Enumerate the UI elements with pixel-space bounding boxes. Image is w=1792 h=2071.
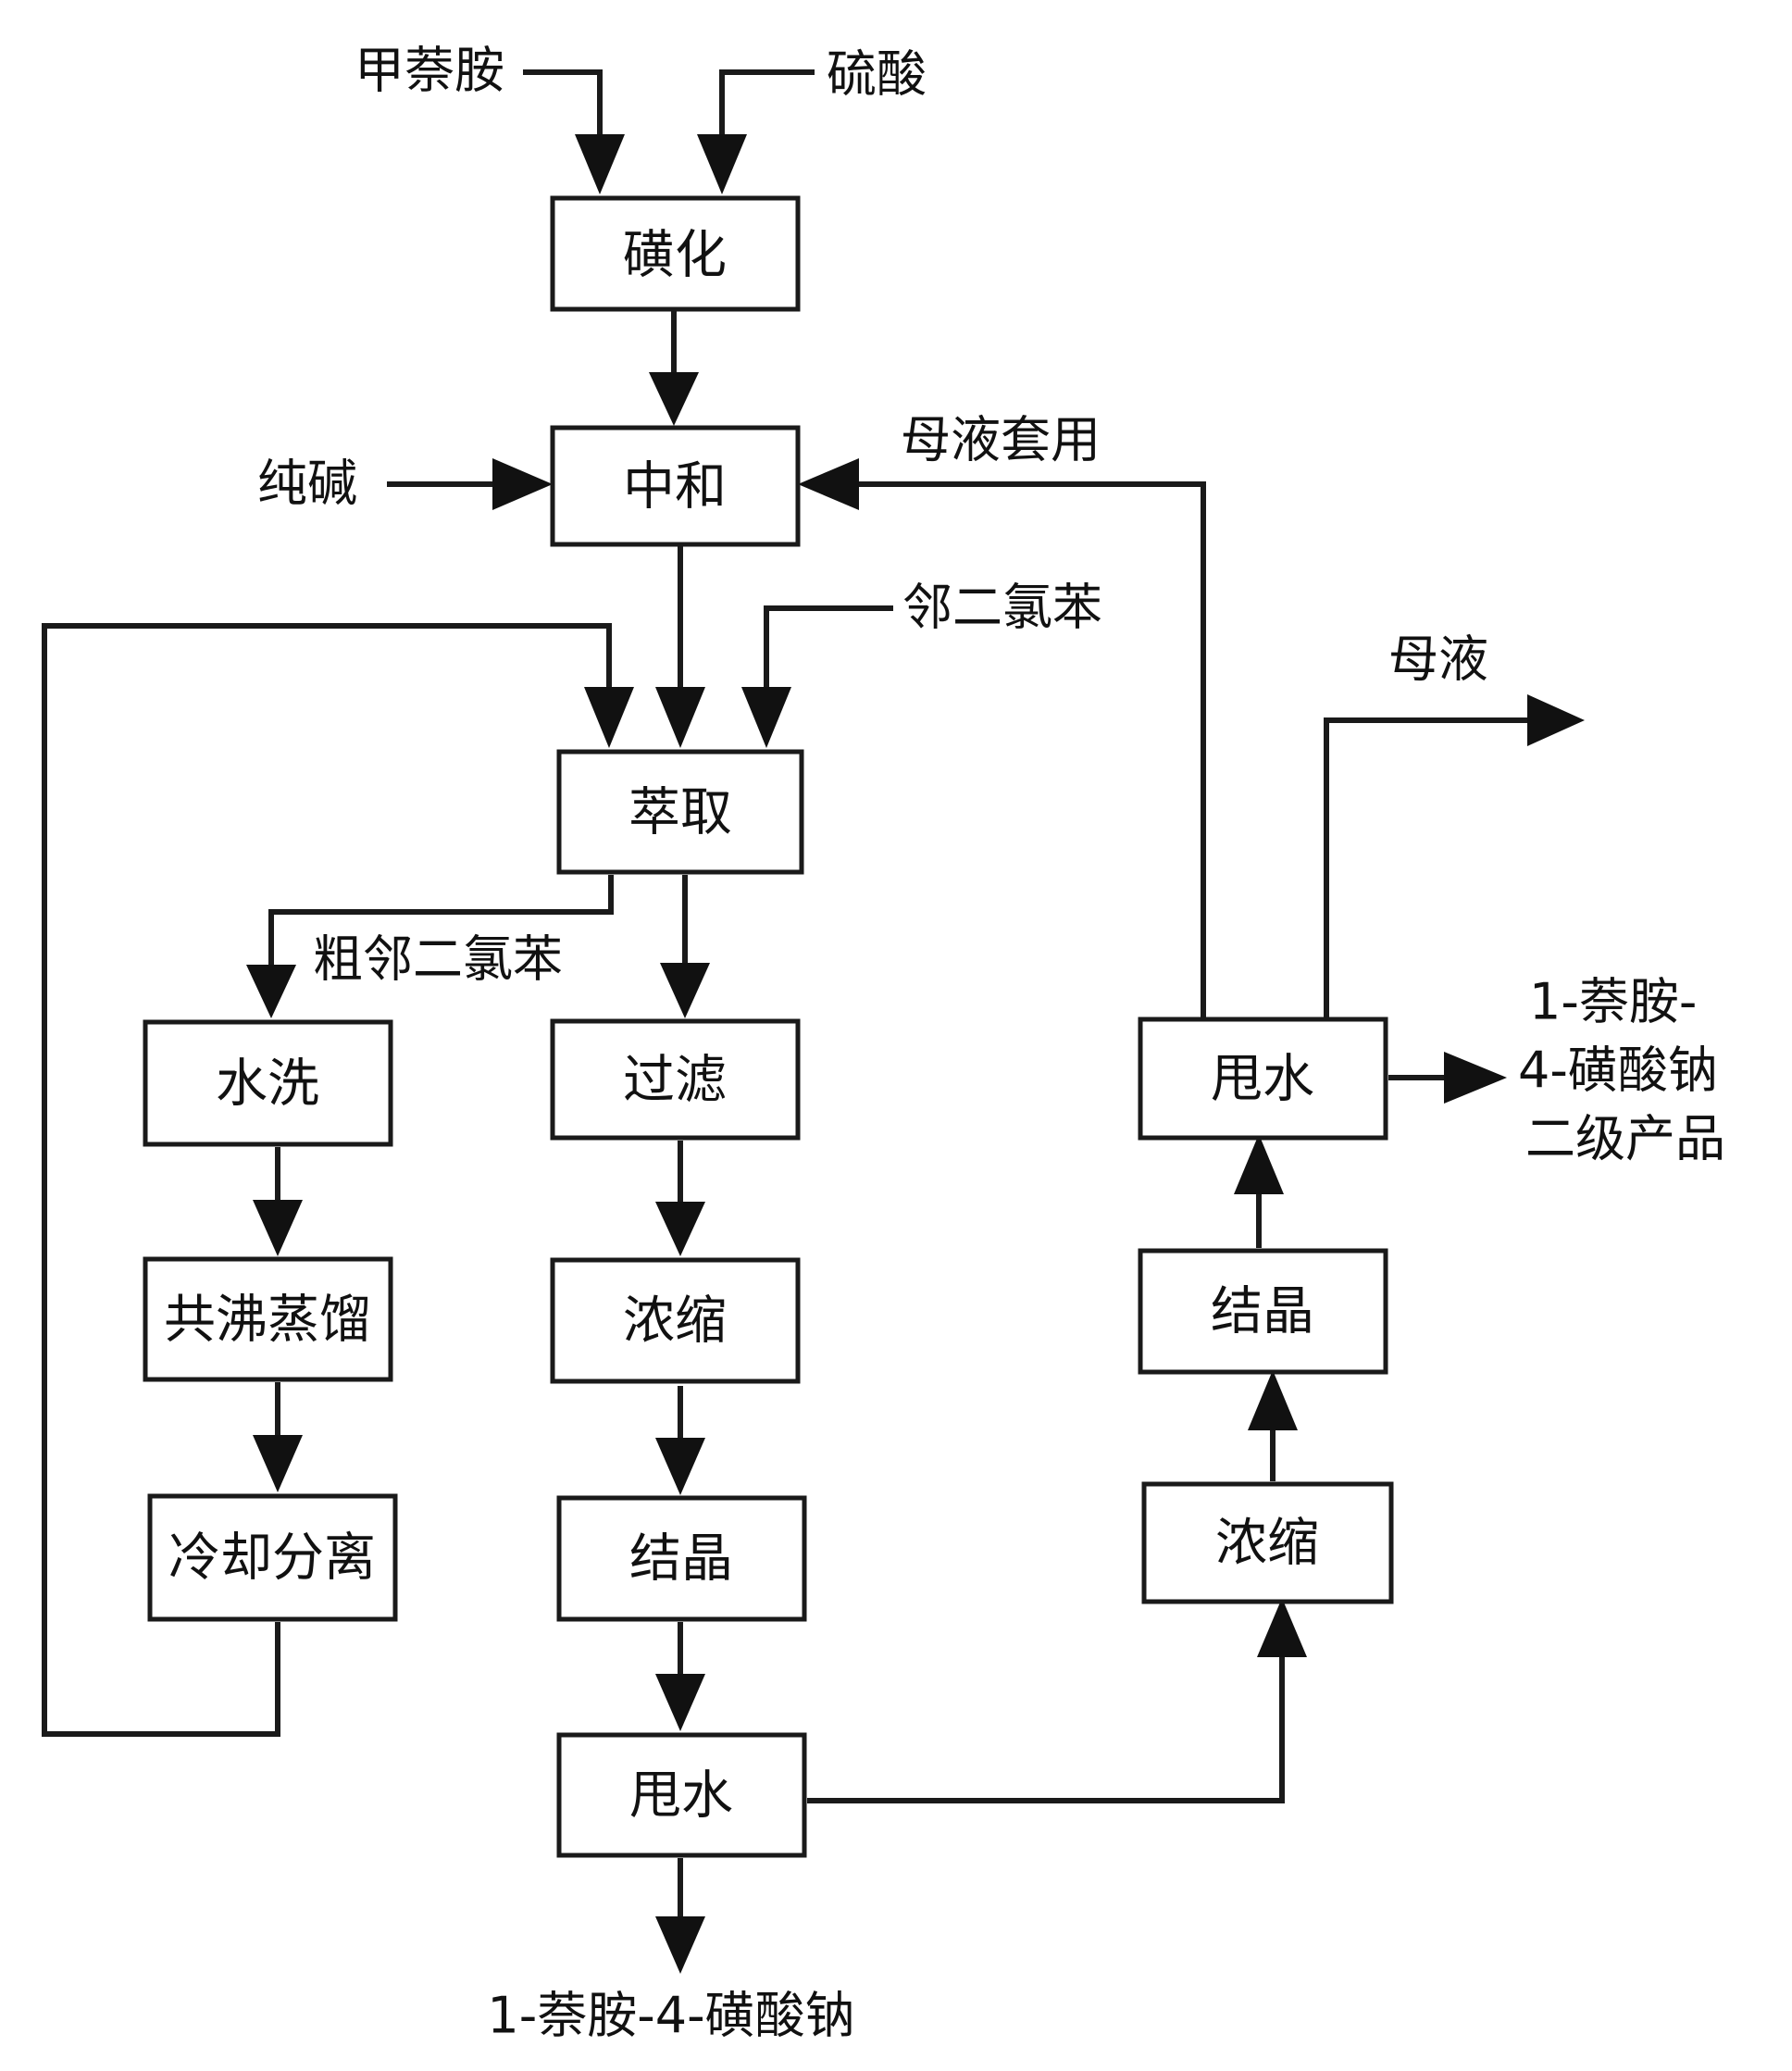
step-dewatering-main: 甩水 [556,1732,807,1858]
step-dewatering-main-label: 甩水 [629,1766,733,1827]
label-mother-liquor-reuse: 母液套用 [901,411,1101,469]
arrowhead-side-crystallization-to-dewatering [1234,1134,1284,1194]
line-methylnaphthylamine [523,69,603,134]
line-mother-liquor-reuse [859,481,1206,1021]
label-secondary-product-line3: 二级产品 [1525,1110,1725,1168]
arrowhead-extraction-to-wash [246,965,296,1018]
label-crude-o-dichlorobenzene: 粗邻二氯苯 [313,930,563,989]
label-secondary-product-line1: 1-萘胺- [1529,973,1697,1031]
line-extraction-to-wash [268,875,614,965]
arrowhead-secondary-product [1444,1052,1507,1104]
step-water-wash-label: 水洗 [216,1054,319,1115]
step-filtration-label: 过滤 [623,1051,727,1111]
step-sulfonation-label: 磺化 [623,226,727,286]
arrowhead-extraction-to-filtration [660,963,710,1018]
step-concentration-side: 浓缩 [1141,1481,1394,1604]
arrowhead-dewatering-to-side-concentration [1257,1598,1307,1657]
arrowhead-solvent-recycle [584,687,634,748]
step-neutralization: 中和 [550,425,801,547]
arrowhead-mother-liquor-out [1527,694,1585,746]
arrowhead-wash-to-distillation [253,1200,303,1256]
arrowhead-dewatering-to-product [655,1916,705,1974]
step-extraction-label: 萃取 [628,783,732,843]
arrowhead-mother-liquor-reuse [798,458,859,510]
step-dewatering-side-label: 甩水 [1211,1050,1314,1110]
arrowhead-distillation-to-cooling [253,1435,303,1492]
arrow-heads [246,134,1585,1974]
line-o-dichlorobenzene [764,605,893,687]
input-sulfuric-acid: 硫酸 [827,45,927,104]
step-concentration-side-label: 浓缩 [1215,1514,1319,1574]
step-crystallization-main: 结晶 [556,1495,807,1622]
step-azeotropic-distillation: 共沸蒸馏 [143,1256,393,1382]
arrowhead-filtration-to-concentration [655,1202,705,1256]
step-water-wash: 水洗 [143,1019,393,1147]
label-secondary-product-line2: 4-磺酸钠 [1518,1042,1718,1100]
label-mother-liquor-out: 母液 [1388,630,1488,689]
step-dewatering-side: 甩水 [1138,1017,1388,1141]
line-mother-liquor-out [1324,717,1527,1021]
input-o-dichlorobenzene: 邻二氯苯 [902,579,1102,637]
connector-lines [42,69,1527,1916]
arrowhead-concentration-to-crystallization [655,1438,705,1495]
step-extraction: 萃取 [556,749,804,875]
step-crystallization-main-label: 结晶 [629,1529,733,1590]
arrowhead-o-dichlorobenzene [741,687,791,748]
arrowhead-soda-ash [492,458,553,510]
step-cooling-separation: 冷却分离 [147,1493,398,1622]
arrowhead-crystallization-to-dewatering [655,1674,705,1731]
process-boxes: 磺化 中和 萃取 过滤 浓缩 结晶 甩水 水洗 [143,195,1394,1858]
step-crystallization-side-label: 结晶 [1211,1282,1314,1342]
arrowhead-neutralization-to-extraction [655,687,705,748]
step-sulfonation: 磺化 [550,195,801,312]
input-soda-ash: 纯碱 [257,455,357,513]
arrowhead-side-concentration-to-crystallization [1248,1370,1298,1430]
arrowhead-methylnaphthylamine [575,134,625,194]
flow-labels: 甲萘胺 硫酸 纯碱 母液套用 邻二氯苯 母液 粗邻二氯苯 1-萘胺-4-磺酸钠 … [257,42,1725,2045]
step-concentration-main: 浓缩 [550,1257,801,1384]
step-filtration: 过滤 [550,1018,801,1141]
arrowhead-sulfuric-acid [697,134,747,194]
step-azeotropic-distillation-label: 共沸蒸馏 [164,1291,371,1351]
step-crystallization-side: 结晶 [1138,1248,1388,1375]
label-product-main: 1-萘胺-4-磺酸钠 [487,1987,854,2045]
line-dewatering-to-side-concentration [807,1657,1285,1803]
arrowhead-sulfonation-to-neutralization [649,372,699,426]
step-neutralization-label: 中和 [623,457,727,518]
line-solvent-recycle [42,623,612,1737]
input-methylnaphthylamine: 甲萘胺 [355,42,504,100]
line-sulfuric-acid [719,69,815,134]
step-concentration-main-label: 浓缩 [623,1291,727,1352]
step-cooling-separation-label: 冷却分离 [168,1528,376,1589]
